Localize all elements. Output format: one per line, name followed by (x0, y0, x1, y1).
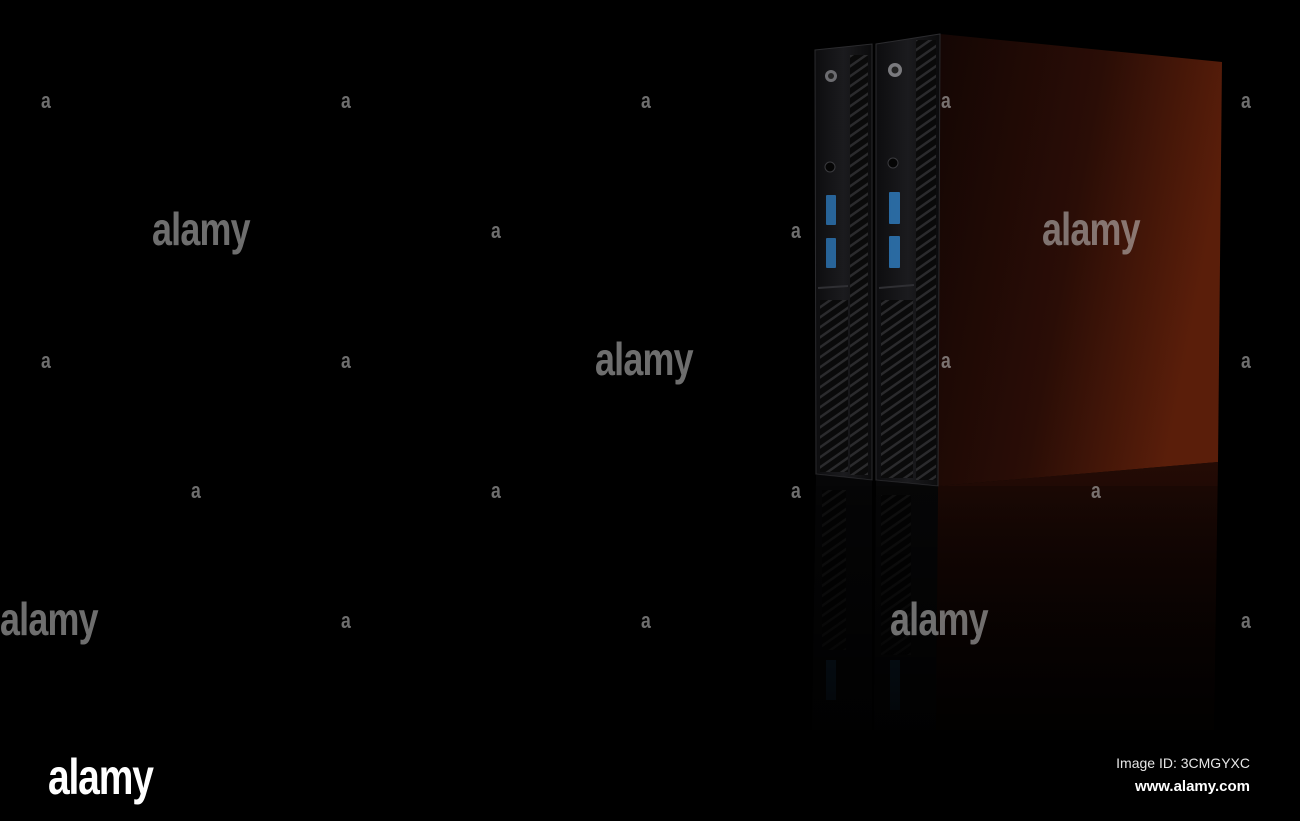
watermark-letter: a (1241, 88, 1251, 113)
watermark-word: alamy (1042, 203, 1141, 255)
watermark-letter: a (341, 608, 351, 633)
watermark-letter: a (941, 88, 951, 113)
watermark-letter: a (341, 348, 351, 373)
watermark-word: alamy (595, 333, 694, 385)
usb-port-icon (889, 192, 900, 224)
watermark-letter: a (491, 478, 501, 503)
usb-port-icon (826, 238, 836, 268)
watermark-word: alamy (152, 203, 251, 255)
audio-jack-icon (824, 161, 836, 173)
mini-pc-front-right (875, 33, 941, 487)
watermark-letter: a (41, 348, 51, 373)
mini-pc-front-left (814, 43, 873, 481)
watermark-letter: a (1241, 608, 1251, 633)
watermark-letter: a (791, 218, 801, 243)
watermark-letter: a (941, 348, 951, 373)
usb-port-icon (826, 195, 836, 225)
watermark-letter: a (491, 218, 501, 243)
watermark-letter: a (641, 88, 651, 113)
case-side-panel (938, 34, 1222, 486)
usb-port-icon (889, 236, 900, 268)
watermark-word: alamy (890, 593, 989, 645)
watermark-letter: a (1241, 348, 1251, 373)
site-url: www.alamy.com (1134, 778, 1250, 795)
alamy-logo: alamy (48, 749, 154, 805)
watermark-letter: a (791, 478, 801, 503)
watermark-letter: a (1091, 478, 1101, 503)
image-id-label: Image ID: 3CMGYXC (1116, 755, 1250, 771)
watermark-word: alamy (0, 593, 99, 645)
watermark-letter: a (41, 88, 51, 113)
watermark-letter: a (341, 88, 351, 113)
watermark-letter: a (641, 608, 651, 633)
audio-jack-icon (887, 157, 899, 169)
watermark-letter: a (191, 478, 201, 503)
